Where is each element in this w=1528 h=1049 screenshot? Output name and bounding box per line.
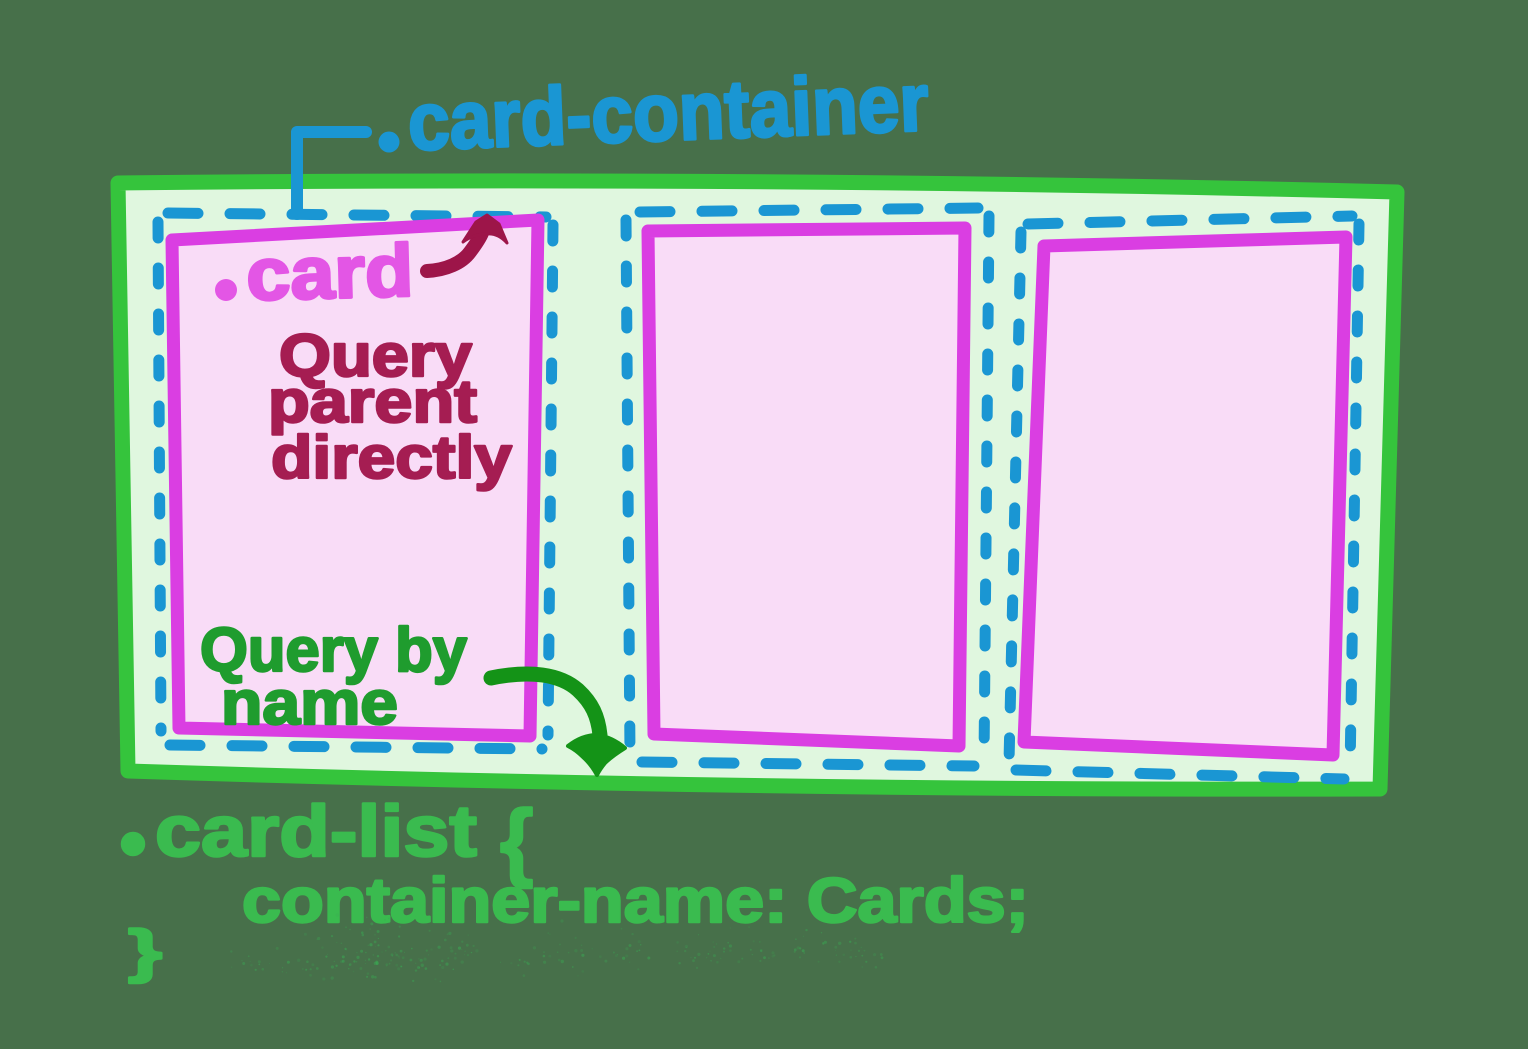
svg-text:card: card [245, 229, 414, 316]
svg-text:{: { [500, 793, 533, 889]
svg-text:card-list: card-list [155, 792, 477, 872]
svg-text:}: } [128, 919, 162, 984]
svg-text:container-name: Cards;: container-name: Cards; [242, 866, 1029, 936]
svg-text:directly: directly [271, 424, 513, 491]
svg-text:name: name [221, 669, 398, 738]
svg-text:parent: parent [268, 368, 477, 435]
svg-text:Query by: Query by [200, 616, 468, 685]
svg-text:Query: Query [279, 322, 473, 389]
svg-text:card-container: card-container [406, 57, 930, 168]
